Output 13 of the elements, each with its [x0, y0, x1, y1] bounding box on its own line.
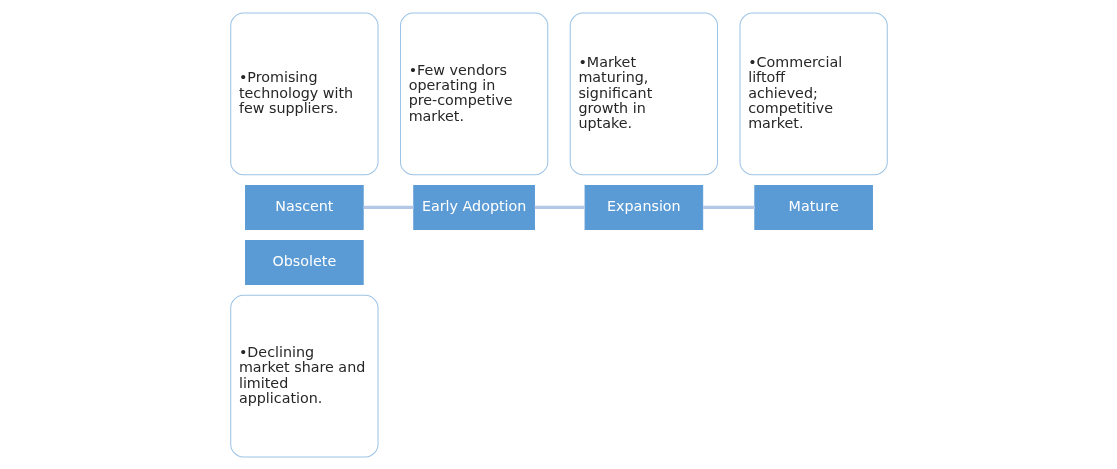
node-box: Nascent — [244, 184, 364, 230]
node-box: Obsolete — [244, 239, 364, 285]
node-box: Mature — [753, 184, 873, 230]
connector — [534, 205, 585, 209]
node-box: •Few vendors operating in pre-competive market. — [399, 12, 548, 175]
connector — [363, 205, 414, 209]
node-box: •Market maturing, significant growth in uptake. — [569, 12, 718, 175]
node-box: Early Adoption — [412, 184, 535, 230]
node-box: Expansion — [584, 184, 703, 230]
node-box: •Promising technology with few suppliers. — [229, 12, 378, 175]
connector — [702, 205, 755, 209]
node-box: •Commercial liftoff achieved; competitive market. — [739, 12, 888, 175]
node-box: •Declining market share and limited application. — [229, 294, 378, 457]
